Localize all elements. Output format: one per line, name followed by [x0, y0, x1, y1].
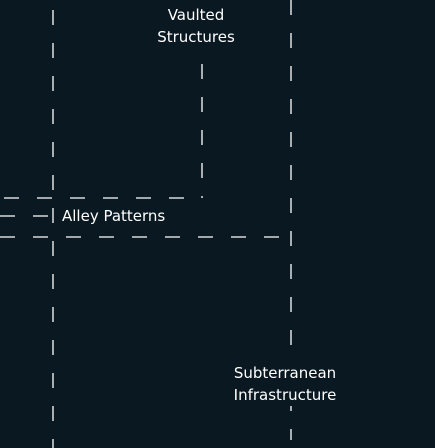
alley-patterns-label: Alley Patterns: [58, 205, 172, 227]
subterranean-infrastructure-label: Subterranean Infrastructure: [222, 362, 348, 406]
vaulted-structures-label: Vaulted Structures: [150, 4, 242, 48]
vaulted-label-line1: Vaulted: [167, 6, 225, 24]
vaulted-label-line2: Structures: [157, 28, 235, 46]
subterranean-label-line2: Infrastructure: [233, 386, 337, 404]
subterranean-label-line1: Subterranean: [233, 364, 337, 382]
